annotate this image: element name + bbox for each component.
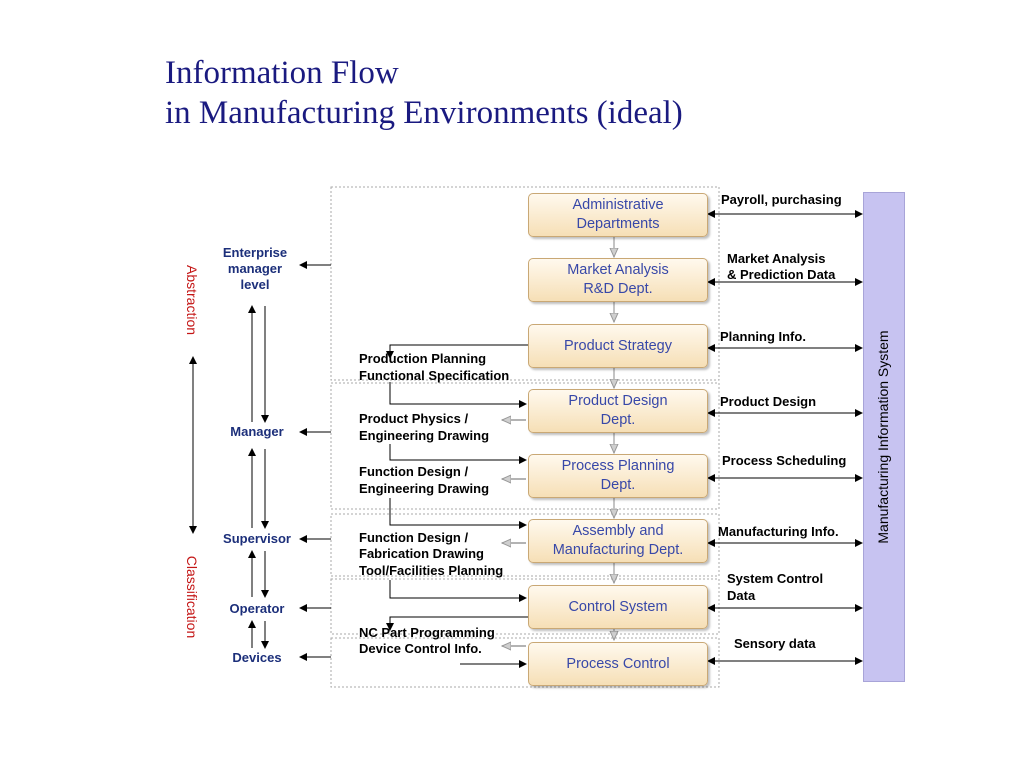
mis-column (863, 192, 905, 682)
exchange-label: Manufacturing Info. (718, 524, 839, 539)
level-manager: Manager (230, 424, 284, 439)
exchange-label: Sensory data (734, 636, 816, 651)
flow-label: Functional Specification (359, 368, 510, 383)
level-enterprise-line-2: manager (227, 261, 283, 276)
exchange-label: Payroll, purchasing (721, 192, 842, 207)
dept-process-planning: Process Planning Dept. (528, 454, 708, 498)
flow-label: Engineering Drawing (359, 481, 490, 496)
exchange-label: Process Scheduling (722, 453, 847, 468)
level-supervisor: Supervisor (223, 531, 291, 546)
flow-label: Fabrication Drawing (359, 546, 484, 561)
flow-label: NC Part Programming (359, 625, 495, 640)
level-devices: Devices (232, 650, 282, 665)
mis-label: Manufacturing Information System (875, 330, 891, 544)
exchange-label: Market Analysis (727, 251, 826, 266)
frame-operator (330, 578, 720, 635)
frame-manager (330, 382, 720, 510)
classification-label: Classification (184, 555, 200, 639)
abstraction-label: Abstraction (184, 264, 200, 336)
inner-flow-lines (386, 344, 528, 668)
hierarchy-arrows (248, 305, 269, 649)
flow-label: Function Design / (359, 530, 469, 545)
exchange-label: & Prediction Data (727, 267, 836, 282)
level-operator: Operator (229, 601, 285, 616)
mis-exchange-arrows (707, 210, 863, 665)
title-line-1: Information Flow (165, 55, 399, 91)
dept-product-design: Product Design Dept. (528, 389, 708, 433)
level-arrows (299, 261, 331, 661)
exchange-label: System Control (727, 571, 824, 586)
flow-label: Engineering Drawing (359, 428, 490, 443)
dept-process-control: Process Control (528, 642, 708, 686)
slide-title: Information Flow in Manufacturing Enviro… (165, 53, 683, 133)
dept-administrative: Administrative Departments (528, 193, 708, 237)
flow-label: Device Control Info. (359, 641, 482, 656)
exchange-label: Product Design (720, 394, 817, 409)
flow-label: Function Design / (359, 464, 469, 479)
dept-assembly-manufacturing: Assembly and Manufacturing Dept. (528, 519, 708, 563)
title-line-2: in Manufacturing Environments (ideal) (165, 95, 683, 131)
dept-product-strategy: Product Strategy (528, 324, 708, 368)
flow-label: Tool/Facilities Planning (359, 563, 504, 578)
flow-label: Product Physics / (359, 411, 469, 426)
level-enterprise: Enterprise manager level (214, 245, 296, 293)
dept-control-system: Control System (528, 585, 708, 629)
exchange-label: Planning Info. (720, 329, 806, 344)
level-enterprise-line-1: Enterprise (222, 245, 288, 260)
level-enterprise-line-3: level (240, 277, 270, 292)
feedback-arrows (502, 420, 526, 646)
exchange-label: Data (727, 588, 756, 603)
frame-supervisor (330, 513, 720, 577)
flow-label: Production Planning (359, 351, 487, 366)
dept-market-analysis: Market Analysis R&D Dept. (528, 258, 708, 302)
